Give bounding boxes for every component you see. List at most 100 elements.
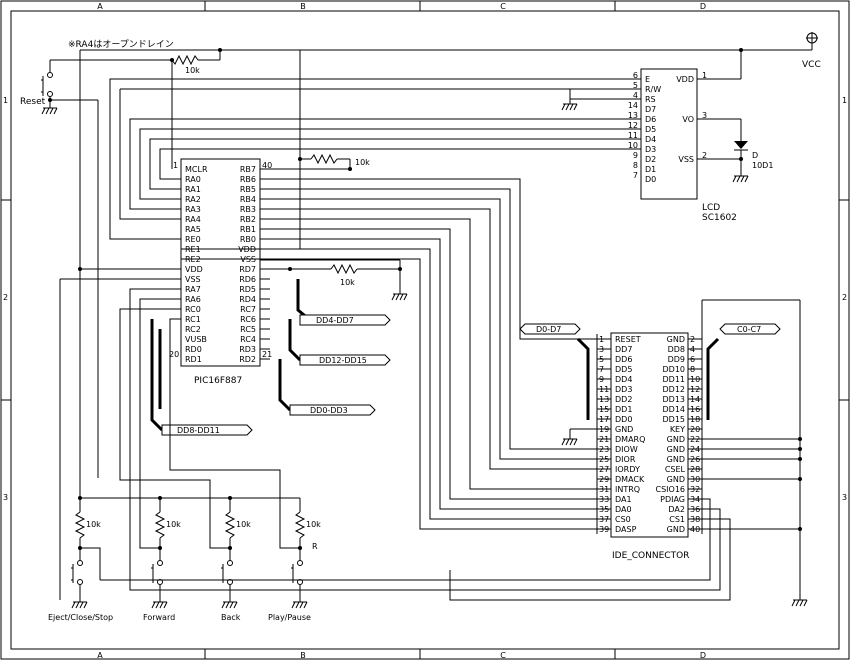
pic-pin20-number: 20: [169, 350, 179, 359]
pic-right-pin-rd5: RD5: [239, 285, 256, 294]
lcd-left-pin-d5: D5: [645, 125, 656, 134]
pic-right-pin-rd3: RD3: [239, 345, 256, 354]
lcd-right-pin-vss: VSS: [678, 155, 694, 164]
row-label-1-left: 1: [3, 96, 8, 105]
ide-right-pin-gnd: GND: [667, 455, 685, 464]
ide-left-pin-dd1: DD1: [615, 405, 632, 414]
col-label-c-top: C: [500, 2, 506, 11]
button-back-label: Back: [221, 613, 241, 622]
pic-left-pin-re0: RE0: [185, 235, 201, 244]
bus-flags: DD4-DD7 DD12-DD15 DD0-DD3 DD8-DD11 D0-D7…: [161, 314, 781, 436]
rd7-pulldown: 10k: [260, 259, 408, 301]
data-buses: [150, 279, 720, 432]
col-label-b-top: B: [300, 2, 306, 11]
lcd-left-pin-d6: D6: [645, 115, 656, 124]
pic-left-pin-ra0: RA0: [185, 175, 201, 184]
vcc-label: VCC: [802, 60, 821, 70]
ide-right-pin-dd11: DD11: [663, 375, 686, 384]
ide-left-pin-da0: DA0: [615, 505, 632, 514]
pic-right-pin-rb4: RB4: [240, 195, 256, 204]
rb7-resistor-label: 10k: [355, 158, 370, 167]
pic-left-pin-vdd: VDD: [185, 265, 203, 274]
pic-left-pin-rd0: RD0: [185, 345, 202, 354]
ide-left-pin-dasp: DASP: [615, 525, 637, 534]
lcd-right-pin-vdd: VDD: [676, 75, 694, 84]
ide-right-pin-dd14: DD14: [663, 405, 686, 414]
bus-c0-c7: C0-C7: [737, 325, 761, 334]
button-eject-resistor-label: 10k: [86, 520, 101, 529]
lcd-contrast-diode: D 10D1: [697, 118, 773, 183]
ide-left-pin-dd4: DD4: [615, 375, 632, 384]
row-label-2-right: 2: [842, 293, 847, 302]
diode-part: 10D1: [752, 161, 773, 170]
rb7-pullup: 10k: [298, 153, 370, 171]
ide-left-pin-dd2: DD2: [615, 395, 632, 404]
pic-right-pin-rc7: RC7: [240, 305, 256, 314]
col-label-d-bottom: D: [700, 651, 706, 660]
ide-right-pin-gnd: GND: [667, 475, 685, 484]
pic-left-pin-ra7: RA7: [185, 285, 201, 294]
pic-lcd-wiring: [109, 78, 641, 240]
pic-right-pin-rb2: RB2: [240, 215, 256, 224]
ide-right-pin-gnd: GND: [667, 525, 685, 534]
reset-label: Reset: [20, 97, 46, 107]
ide-right-pin-csio16: CSIO16: [656, 485, 686, 494]
pic-left-pin-vusb: VUSB: [185, 335, 207, 344]
pic-right-pin-rd6: RD6: [239, 275, 256, 284]
pic-left-pin-rc1: RC1: [185, 315, 201, 324]
lcd-left-pin-d0: D0: [645, 175, 656, 184]
diode-ref: D: [752, 151, 758, 160]
lcd-left-pin-number: 12: [628, 121, 638, 130]
row-label-2-left: 2: [3, 293, 8, 302]
bus-dd8-dd11: DD8-DD11: [177, 426, 220, 435]
pic-right-pin-rd4: RD4: [239, 295, 256, 304]
button-forward-resistor-label: 10k: [166, 520, 181, 529]
lcd-left-pin-number: 10: [628, 141, 638, 150]
pic-right-pin-rc4: RC4: [240, 335, 256, 344]
lcd-right-pin-number: 3: [702, 111, 707, 120]
pic-pin21-number: 21: [262, 350, 272, 359]
pic-right-pin-rd2: RD2: [239, 355, 256, 364]
ide-left-pin-gnd: GND: [615, 425, 633, 434]
col-label-b-bottom: B: [300, 651, 306, 660]
pic-right-pin-rb0: RB0: [240, 235, 256, 244]
ide-right-pin-da2: DA2: [668, 505, 685, 514]
lcd-left-pin-d3: D3: [645, 145, 656, 154]
pic-right-pin-rb3: RB3: [240, 205, 256, 214]
ide-left-pin-diow: DIOW: [615, 445, 638, 454]
pic-left-pin-ra1: RA1: [185, 185, 201, 194]
col-label-c-bottom: C: [500, 651, 506, 660]
ide-right-pin-dd13: DD13: [663, 395, 686, 404]
pic-right-pin-rc6: RC6: [240, 315, 256, 324]
pic-left-pin-rc2: RC2: [185, 325, 201, 334]
rd7-resistor-label: 10k: [340, 278, 355, 287]
ide-left-pin-dd6: DD6: [615, 355, 632, 364]
lcd-name: LCD: [702, 203, 720, 213]
button-circuit-0: [71, 498, 88, 609]
row-label-1-right: 1: [842, 96, 847, 105]
ide-left-pin-dmack: DMACK: [615, 475, 645, 484]
lcd-left-pin-number: 4: [633, 91, 638, 100]
pic-left-pin-ra3: RA3: [185, 205, 201, 214]
lcd-left-pin-d1: D1: [645, 165, 656, 174]
pic-pin1-number: 1: [173, 161, 178, 170]
lcd-left-pin-number: 5: [633, 81, 638, 90]
pic-left-pin-rd1: RD1: [185, 355, 202, 364]
ide-right-pin-dd9: DD9: [668, 355, 685, 364]
button-forward-label: Forward: [143, 613, 175, 622]
pic-right-pin-rc5: RC5: [240, 325, 256, 334]
pic-ide-wiring: [100, 178, 731, 601]
ide-right-pin-dd12: DD12: [663, 385, 686, 394]
ide-right-pin-dd15: DD15: [663, 415, 686, 424]
button-circuit-1: [151, 498, 168, 609]
reset-resistor-label: 10k: [185, 66, 200, 75]
ide-left-pin-dd5: DD5: [615, 365, 632, 374]
ide-right-pin-key: KEY: [670, 425, 685, 434]
row-label-3-right: 3: [842, 493, 847, 502]
lcd-right-pin-number: 1: [702, 71, 707, 80]
ide-ground-wiring: [561, 299, 808, 607]
ide-right-pin-gnd: GND: [667, 335, 685, 344]
button-eject-label: Eject/Close/Stop: [48, 613, 113, 622]
ide-right-pin-cs1: CS1: [669, 515, 685, 524]
ide-left-pin-intrq: INTRQ: [615, 485, 640, 494]
